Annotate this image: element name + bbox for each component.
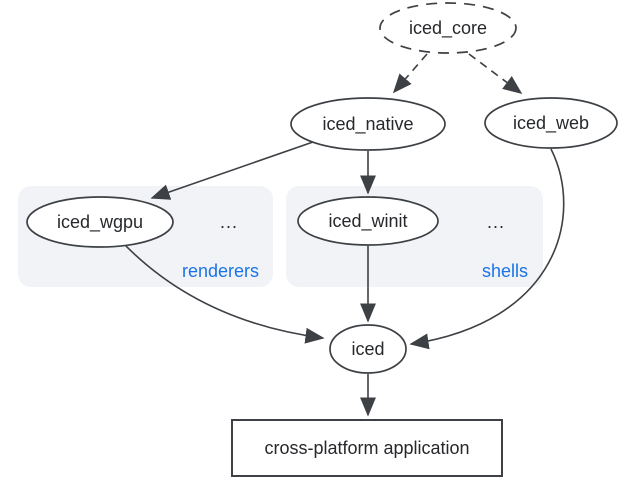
node-iced-label: iced xyxy=(351,339,384,359)
edge-iced-web-to-iced xyxy=(409,148,565,350)
group-renderers-label: renderers xyxy=(182,261,259,281)
group-renderers-ellipsis: ... xyxy=(220,212,238,232)
group-shells-label: shells xyxy=(482,261,528,281)
node-iced-core-label: iced_core xyxy=(409,18,487,39)
edge-iced-core-to-iced-native xyxy=(392,53,428,94)
edge-iced-wgpu-to-iced xyxy=(122,242,325,344)
node-iced-core xyxy=(379,2,517,54)
node-cross-platform-application xyxy=(231,419,503,477)
node-iced-web-label: iced_web xyxy=(513,113,589,134)
node-iced-wgpu-label: iced_wgpu xyxy=(57,212,143,233)
node-iced-native xyxy=(290,97,446,151)
edge-iced-native-to-iced-wgpu xyxy=(150,141,314,200)
group-shells-ellipsis: ... xyxy=(487,212,505,232)
node-iced-wgpu xyxy=(26,196,174,248)
node-cross-platform-application-label: cross-platform application xyxy=(264,438,469,458)
edge-iced-core-to-iced-web xyxy=(468,53,523,94)
node-iced-winit xyxy=(297,196,439,246)
node-iced-winit-label: iced_winit xyxy=(328,211,407,232)
node-iced-native-label: iced_native xyxy=(322,114,413,135)
node-iced xyxy=(329,324,407,374)
node-iced-web xyxy=(484,97,618,149)
